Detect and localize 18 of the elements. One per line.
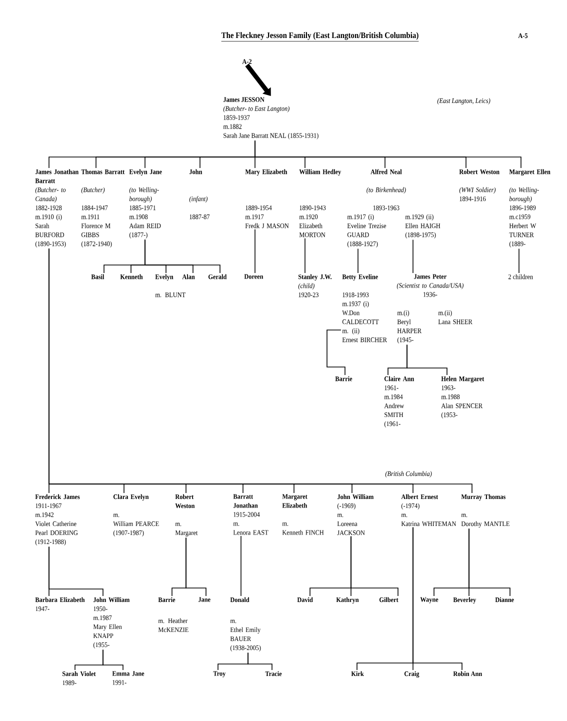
family-line	[350, 536, 398, 596]
family-line	[48, 546, 104, 596]
family-line	[248, 652, 272, 670]
family-line	[468, 528, 510, 596]
title: The Fleckney Jesson Family (East Langton/British Columbia)	[221, 32, 419, 42]
family-line	[186, 537, 206, 596]
family-line	[240, 536, 242, 596]
block-arrow	[245, 64, 271, 96]
family-line	[412, 239, 414, 274]
family-line	[412, 526, 462, 670]
family-line	[304, 238, 306, 274]
family-line	[406, 344, 448, 376]
family-line	[144, 239, 220, 274]
family-line	[254, 140, 522, 168]
family-line	[326, 330, 346, 376]
family-line	[102, 649, 124, 670]
family-line	[518, 248, 520, 274]
family-line	[254, 228, 256, 274]
